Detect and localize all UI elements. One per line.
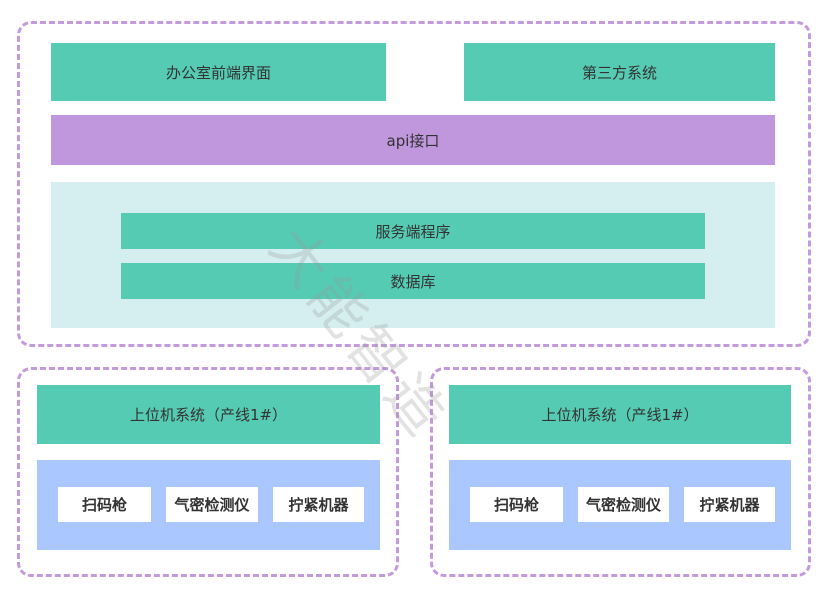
third-party-system-block: 第三方系统 <box>464 43 775 101</box>
device-tightener-label-right: 拧紧机器 <box>699 496 760 514</box>
production-line-group-right <box>430 367 811 577</box>
device-scanner-right: 扫码枪 <box>470 487 563 522</box>
host-system-label-left: 上位机系统（产线1#） <box>129 406 288 424</box>
device-tightener-label-left: 拧紧机器 <box>288 496 349 514</box>
device-scanner-label-right: 扫码枪 <box>493 496 539 514</box>
device-scanner-label-left: 扫码枪 <box>81 496 127 514</box>
device-leak-tester-label-right: 气密检测仪 <box>585 496 661 514</box>
device-scanner-left: 扫码枪 <box>58 487 151 522</box>
backend-container <box>51 182 775 328</box>
third-party-system-label: 第三方系统 <box>581 63 657 82</box>
production-line-group-left <box>17 367 399 577</box>
api-interface-block: api接口 <box>51 115 775 165</box>
host-system-label-right: 上位机系统（产线1#） <box>541 406 699 424</box>
database-block: 数据库 <box>121 263 705 299</box>
host-system-block-left: 上位机系统（产线1#） <box>37 385 380 444</box>
device-tightener-right: 拧紧机器 <box>684 487 775 522</box>
device-tightener-left: 拧紧机器 <box>273 487 364 522</box>
server-system-group <box>17 21 811 347</box>
server-program-block: 服务端程序 <box>121 213 705 249</box>
device-leak-tester-left: 气密检测仪 <box>166 487 258 522</box>
host-system-block-right: 上位机系统（产线1#） <box>449 385 791 444</box>
server-program-label: 服务端程序 <box>375 222 451 241</box>
database-label: 数据库 <box>390 272 436 291</box>
office-frontend-label: 办公室前端界面 <box>165 63 271 82</box>
api-interface-label: api接口 <box>386 131 440 150</box>
office-frontend-block: 办公室前端界面 <box>51 43 386 101</box>
device-leak-tester-label-left: 气密检测仪 <box>174 496 250 514</box>
device-leak-tester-right: 气密检测仪 <box>578 487 669 522</box>
